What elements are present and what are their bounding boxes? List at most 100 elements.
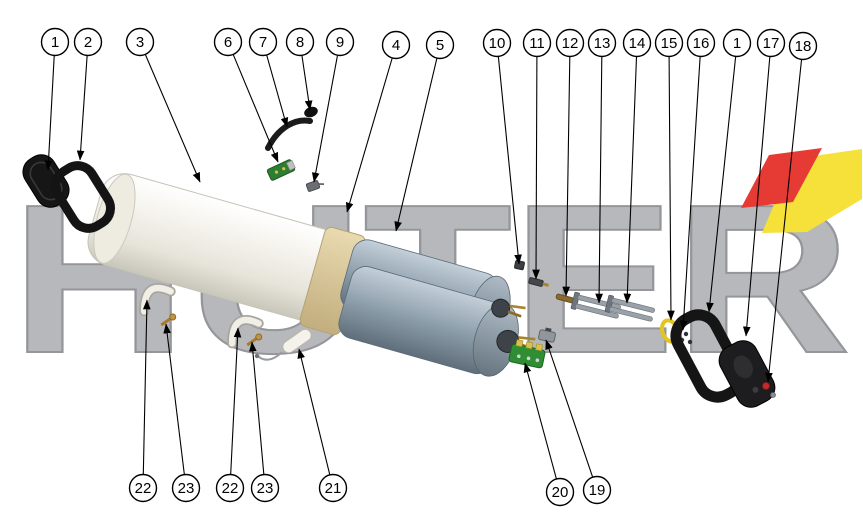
callout-arrow-8-5	[301, 55, 313, 111]
callout-label-18-18: 18	[795, 38, 812, 55]
callout-circle-22-21	[215, 473, 245, 503]
callout-label-13-12: 13	[594, 35, 611, 52]
part-heating-element-b	[604, 294, 655, 322]
callout-arrow-14-13	[623, 56, 638, 304]
part-control-block	[508, 339, 546, 369]
part-thermostat	[538, 327, 556, 343]
part-grommet	[304, 106, 318, 118]
callout-circle-1-0	[40, 27, 70, 57]
callout-arrow-19-25	[545, 339, 594, 477]
callout-label-15-14: 15	[661, 35, 678, 52]
callout-arrow-17-17	[742, 56, 771, 337]
brand-logo	[741, 148, 862, 233]
callout-circle-3-2	[125, 27, 155, 57]
callout-circle-10-9	[482, 28, 512, 58]
callout-circle-1-16	[722, 28, 752, 58]
callout-label-22-19: 22	[135, 480, 152, 497]
callout-circle-23-22	[250, 473, 280, 503]
callout-arrow-18-18	[765, 59, 803, 383]
callout-circle-8-5	[285, 27, 315, 57]
callout-label-6-3: 6	[224, 34, 232, 51]
callout-label-3-2: 3	[136, 34, 144, 51]
callout-label-11-10: 11	[529, 35, 545, 52]
callout-label-23-22: 23	[257, 480, 274, 497]
callout-circle-9-6	[325, 27, 355, 57]
callout-label-10-9: 10	[489, 35, 506, 52]
callout-label-8-5: 8	[296, 34, 304, 51]
part-gasket-strip	[265, 117, 313, 151]
callout-circle-15-14	[654, 28, 684, 58]
part-cable	[254, 328, 312, 361]
callout-label-21-23: 21	[325, 480, 342, 497]
callout-arrow-22-19	[142, 299, 151, 475]
callout-circle-7-4	[248, 27, 278, 57]
tank-shell-cap	[93, 173, 136, 264]
callout-arrow-22-21	[230, 327, 242, 475]
callout-circle-18-18	[788, 31, 818, 61]
callout-circle-4-7	[381, 30, 411, 60]
logo-red-shape	[741, 148, 822, 208]
tank-flange-upper	[491, 298, 526, 318]
part-sensor-small	[305, 180, 325, 192]
part-door-gasket	[670, 309, 746, 403]
callout-label-4-7: 4	[392, 37, 400, 54]
callout-circle-14-13	[622, 28, 652, 58]
callout-arrow-9-6	[311, 55, 338, 183]
callout-label-22-21: 22	[222, 480, 239, 497]
callout-arrow-12-11	[562, 56, 571, 297]
callout-circle-11-10	[522, 28, 552, 58]
part-terminal-a	[514, 260, 525, 271]
callout-circle-22-19	[128, 473, 158, 503]
callout-circle-12-11	[555, 28, 585, 58]
part-gasket-frame	[51, 161, 115, 233]
callout-arrow-16-15	[679, 56, 701, 331]
callout-label-16-15: 16	[693, 35, 710, 52]
callout-arrow-1-16	[706, 56, 737, 313]
callout-arrow-23-20	[163, 323, 185, 475]
callout-circle-16-15	[686, 28, 716, 58]
callout-arrow-6-3	[232, 54, 279, 163]
callout-arrow-23-22	[248, 341, 265, 475]
callout-circle-2-1	[73, 27, 103, 57]
callout-circle-21-23	[318, 473, 348, 503]
callout-label-20-24: 20	[552, 484, 569, 501]
callout-arrow-1-0	[44, 55, 55, 171]
callout-arrow-5-8	[394, 58, 438, 232]
callout-label-19-25: 19	[589, 482, 606, 499]
callout-label-7-4: 7	[259, 34, 267, 51]
callout-arrow-21-23	[297, 348, 331, 475]
callout-label-1-0: 1	[51, 34, 59, 51]
callout-arrow-20-24	[523, 362, 557, 479]
callout-label-5-8: 5	[436, 37, 444, 54]
tank-assembly	[87, 173, 536, 377]
part-cover-plate	[718, 340, 776, 408]
callout-circle-17-17	[756, 28, 786, 58]
callout-label-17-17: 17	[763, 35, 780, 52]
callout-circle-20-24	[545, 477, 575, 507]
callout-label-12-11: 12	[562, 35, 579, 52]
callout-arrow-11-10	[532, 56, 540, 280]
callout-label-2-1: 2	[84, 34, 92, 51]
callout-arrow-3-2	[144, 54, 201, 183]
callout-arrow-15-14	[667, 56, 675, 321]
callout-circle-23-20	[171, 473, 201, 503]
part-bracket-b	[227, 315, 264, 349]
callout-arrow-2-1	[76, 55, 88, 161]
logo-yellow-shape	[762, 149, 862, 233]
callout-label-9-6: 9	[336, 34, 344, 51]
callout-circle-13-12	[587, 28, 617, 58]
part-screw-a	[160, 313, 177, 327]
callout-label-23-20: 23	[178, 480, 195, 497]
callout-circle-19-25	[582, 475, 612, 505]
callout-arrow-4-7	[345, 58, 393, 213]
callout-arrow-7-4	[266, 55, 289, 128]
part-pcb-small	[266, 159, 296, 181]
callout-arrow-10-9	[497, 56, 522, 265]
callout-circle-5-8	[425, 30, 455, 60]
callout-arrow-13-12	[595, 56, 603, 304]
callout-label-14-13: 14	[629, 35, 646, 52]
callout-circle-6-3	[213, 27, 243, 57]
